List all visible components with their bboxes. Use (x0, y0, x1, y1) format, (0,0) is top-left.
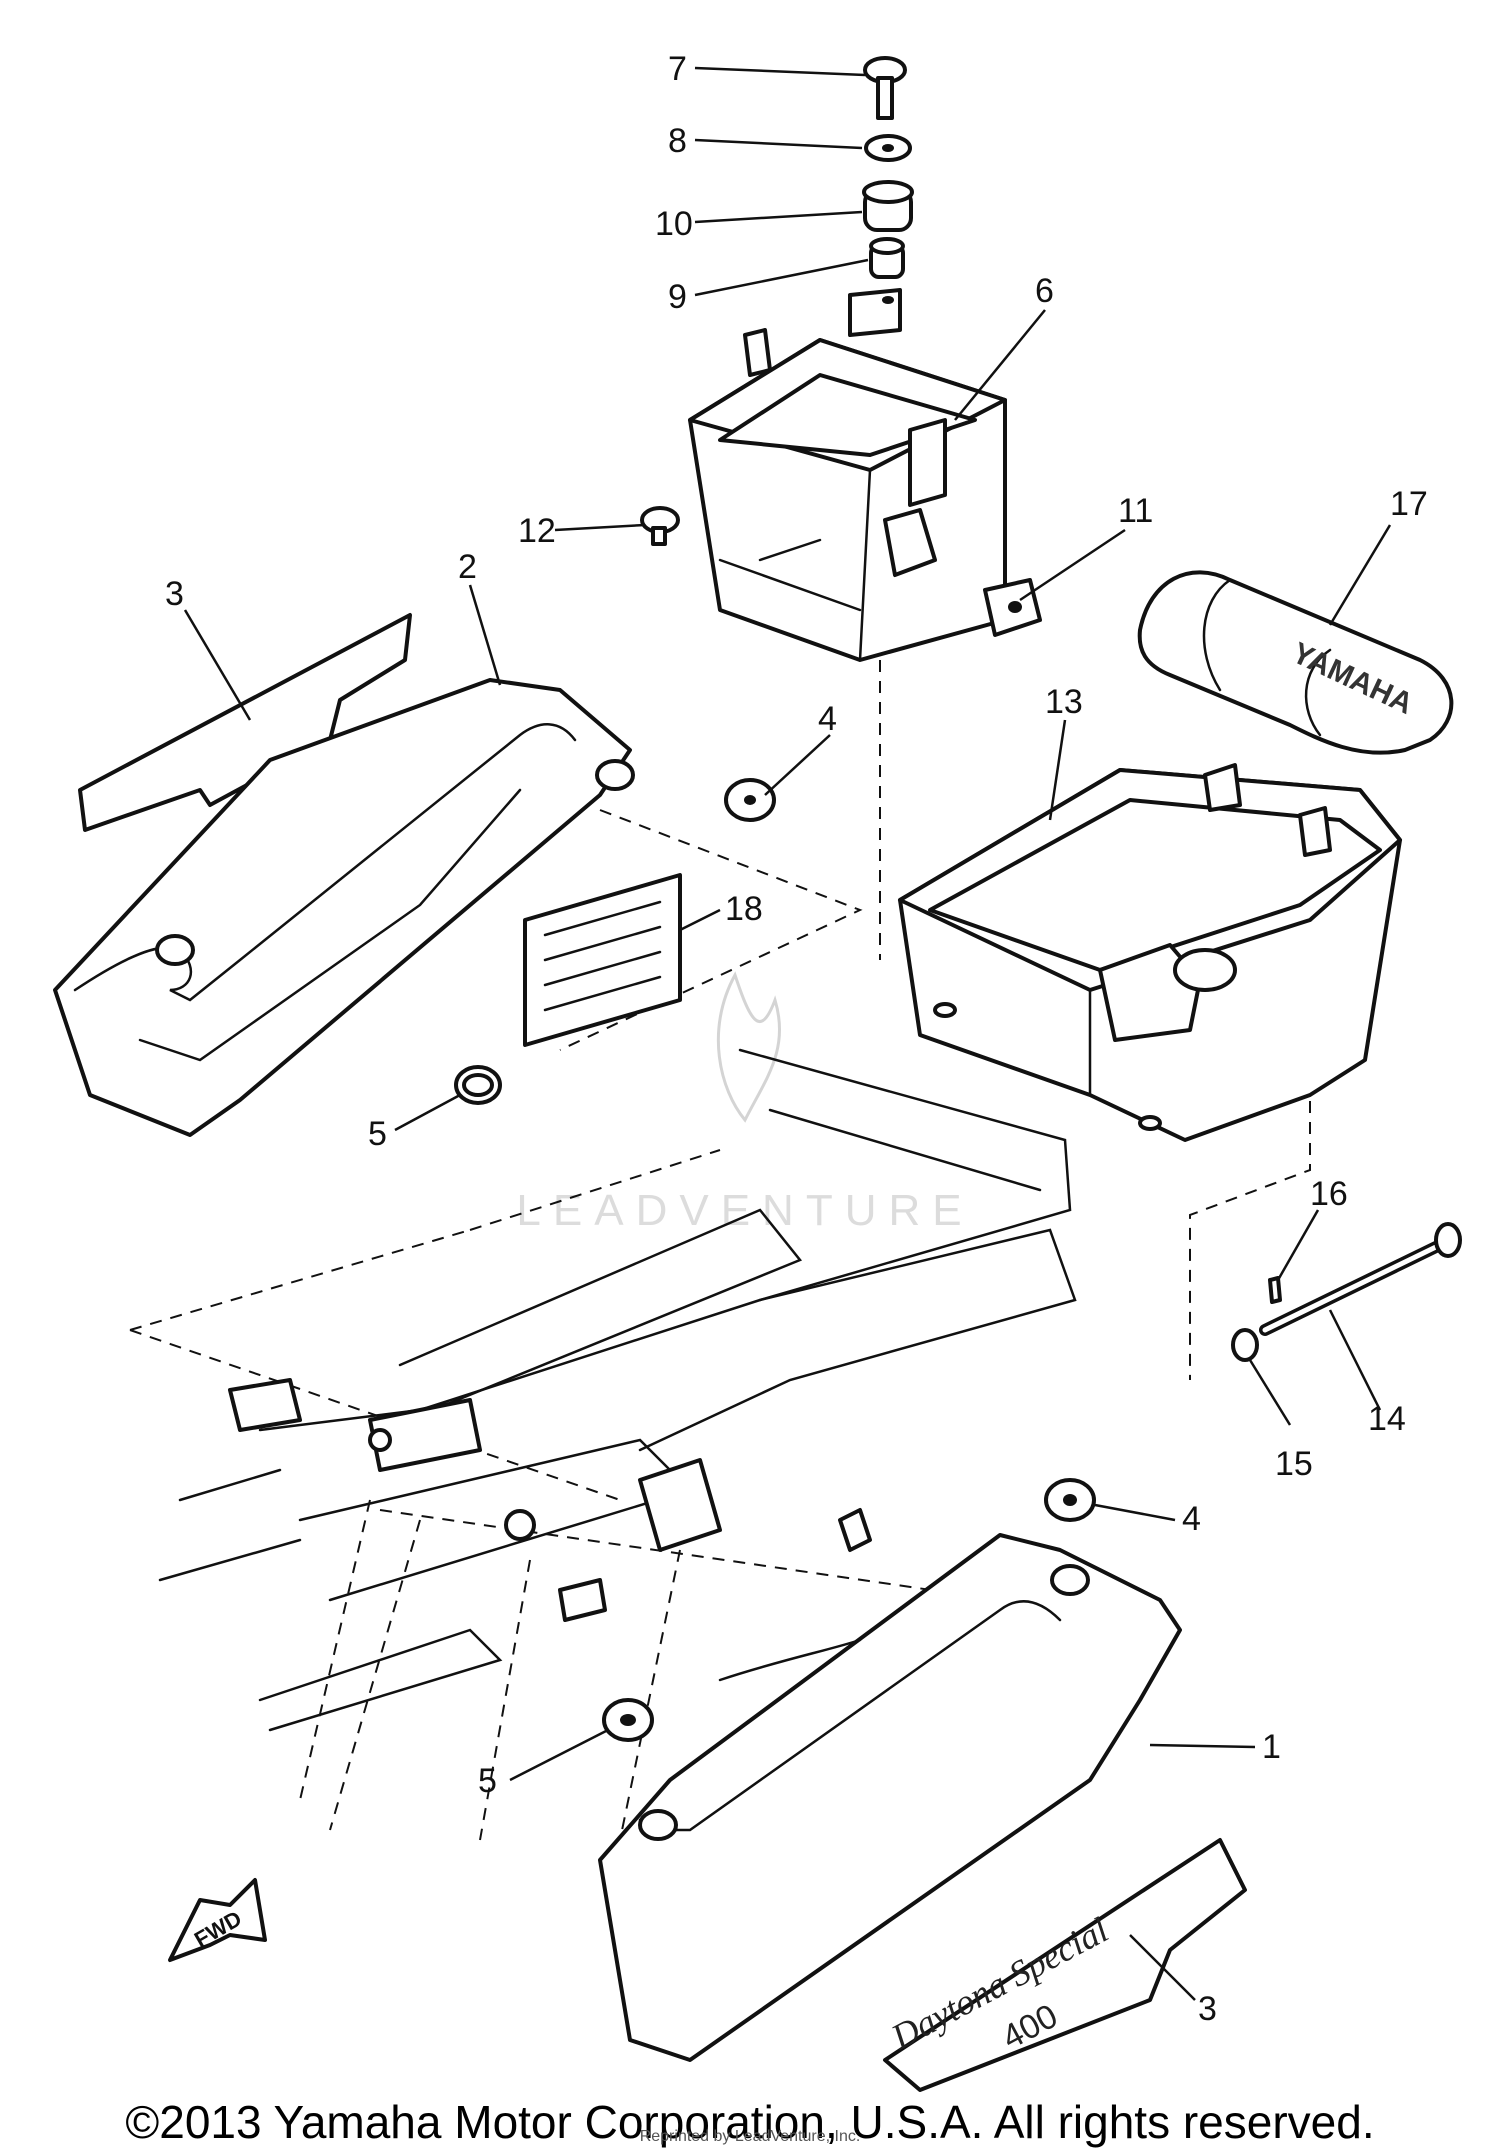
side-cover-2-left (53, 678, 635, 1137)
callout-8: 8 (668, 122, 687, 160)
callout-5-top: 5 (368, 1115, 387, 1153)
tool-pouch-17: YAMAHA (1137, 570, 1454, 755)
battery-box-6 (688, 288, 1007, 662)
grommet-4-bottom (1044, 1478, 1096, 1522)
grommet-5-bottom (602, 1698, 654, 1742)
callout-15: 15 (1275, 1445, 1313, 1483)
grommet-10 (862, 180, 914, 232)
callout-11: 11 (1118, 492, 1153, 530)
callout-4-bottom: 4 (1182, 1500, 1201, 1538)
callout-9: 9 (668, 278, 687, 316)
reprint-note: Reprinted by LeadVenture, Inc. (639, 2128, 861, 2145)
washer-15 (1231, 1328, 1259, 1362)
callout-10: 10 (655, 205, 693, 243)
callout-16: 16 (1310, 1175, 1348, 1213)
damper-11 (983, 578, 1042, 637)
watermark-text: LEADVENTURE (516, 1186, 973, 1235)
callout-4-top: 4 (818, 700, 837, 738)
collar-9 (869, 237, 905, 279)
callouts: 7 8 10 9 6 12 11 3 2 4 5 18 13 17 16 15 … (165, 50, 1428, 2028)
tray-13 (898, 763, 1402, 1142)
callout-1: 1 (1262, 1728, 1281, 1766)
alignment-line (559, 809, 863, 1051)
callout-12: 12 (518, 512, 556, 550)
callout-3-top: 3 (165, 575, 184, 613)
side-cover-1-right (598, 1533, 1182, 2062)
watermark: LEADVENTURE (516, 971, 973, 1235)
callout-3-bottom: 3 (1198, 1990, 1217, 2028)
grommet-5-top (454, 1065, 502, 1105)
callout-17: 17 (1390, 485, 1428, 523)
callout-18: 18 (725, 890, 763, 928)
fwd-arrow: FWD (168, 1878, 267, 1962)
copyright-notice: ©2013 Yamaha Motor Corporation, U.S.A. A… (125, 2096, 1375, 2148)
callout-14: 14 (1368, 1400, 1406, 1438)
knob-12 (640, 506, 680, 546)
callout-7: 7 (668, 50, 687, 88)
pin-16 (1268, 1276, 1282, 1304)
grommet-4-top (724, 778, 776, 822)
callout-13: 13 (1045, 683, 1083, 721)
bolt-14 (1259, 1222, 1462, 1336)
leader-lines (183, 66, 1392, 2001)
bolt-7 (863, 56, 907, 120)
callout-5-bottom: 5 (478, 1762, 497, 1800)
frame (129, 660, 1311, 1841)
callout-2: 2 (458, 548, 477, 586)
callout-6: 6 (1035, 272, 1054, 310)
label-18 (523, 873, 682, 1047)
